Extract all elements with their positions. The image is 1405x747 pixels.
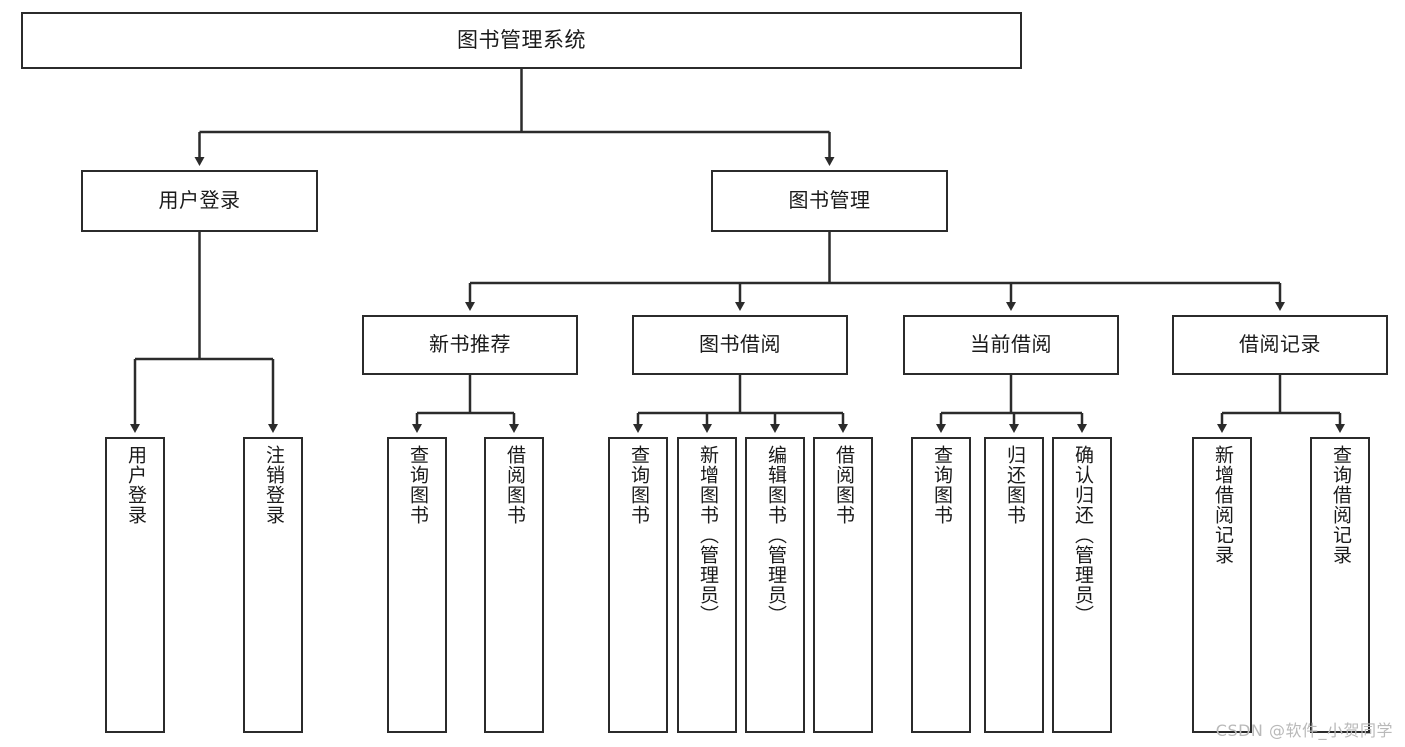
node-leaf-user-logout-label: 注销登录 [262, 445, 285, 525]
node-leaf-borrow-query-book[interactable]: 查询图书 [608, 437, 668, 733]
node-leaf-confirm-return-admin[interactable]: 确认归还（管理员） [1052, 437, 1112, 733]
node-leaf-rec-borrow-book-label: 借阅图书 [503, 445, 526, 525]
node-leaf-edit-book-admin[interactable]: 编辑图书（管理员） [745, 437, 805, 733]
node-leaf-user-logout[interactable]: 注销登录 [243, 437, 303, 733]
node-leaf-cur-query-book-label: 查询图书 [930, 445, 953, 525]
node-book-manage-label: 图书管理 [788, 188, 871, 213]
node-leaf-confirm-return-admin-label: 确认归还（管理员） [1071, 445, 1094, 625]
node-new-book-rec-label: 新书推荐 [429, 332, 511, 357]
node-user-login[interactable]: 用户登录 [81, 170, 318, 232]
node-leaf-edit-book-admin-label: 编辑图书（管理员） [764, 445, 787, 625]
node-book-borrow[interactable]: 图书借阅 [632, 315, 848, 375]
node-leaf-rec-query-book[interactable]: 查询图书 [387, 437, 447, 733]
node-leaf-borrow-query-book-label: 查询图书 [627, 445, 650, 525]
node-leaf-return-book-label: 归还图书 [1003, 445, 1026, 525]
node-leaf-user-login[interactable]: 用户登录 [105, 437, 165, 733]
node-root-label: 图书管理系统 [457, 28, 586, 53]
node-borrow-record-label: 借阅记录 [1239, 332, 1321, 357]
node-leaf-query-borrow-record-label: 查询借阅记录 [1329, 445, 1352, 565]
node-leaf-rec-query-book-label: 查询图书 [406, 445, 429, 525]
node-user-login-label: 用户登录 [158, 188, 241, 213]
node-book-manage[interactable]: 图书管理 [711, 170, 948, 232]
node-leaf-cur-query-book[interactable]: 查询图书 [911, 437, 971, 733]
node-leaf-add-book-admin[interactable]: 新增图书（管理员） [677, 437, 737, 733]
node-leaf-user-login-label: 用户登录 [124, 445, 147, 525]
node-leaf-add-book-admin-label: 新增图书（管理员） [696, 445, 719, 625]
node-leaf-return-book[interactable]: 归还图书 [984, 437, 1044, 733]
node-new-book-rec[interactable]: 新书推荐 [362, 315, 578, 375]
node-current-borrow-label: 当前借阅 [970, 332, 1052, 357]
node-leaf-borrow-book-label: 借阅图书 [832, 445, 855, 525]
node-leaf-query-borrow-record[interactable]: 查询借阅记录 [1310, 437, 1370, 733]
node-book-borrow-label: 图书借阅 [699, 332, 781, 357]
connector-group [130, 69, 1345, 433]
node-root[interactable]: 图书管理系统 [21, 12, 1022, 69]
node-borrow-record[interactable]: 借阅记录 [1172, 315, 1388, 375]
node-leaf-borrow-book[interactable]: 借阅图书 [813, 437, 873, 733]
node-current-borrow[interactable]: 当前借阅 [903, 315, 1119, 375]
node-leaf-add-borrow-record-label: 新增借阅记录 [1211, 445, 1234, 565]
node-leaf-add-borrow-record[interactable]: 新增借阅记录 [1192, 437, 1252, 733]
node-leaf-rec-borrow-book[interactable]: 借阅图书 [484, 437, 544, 733]
